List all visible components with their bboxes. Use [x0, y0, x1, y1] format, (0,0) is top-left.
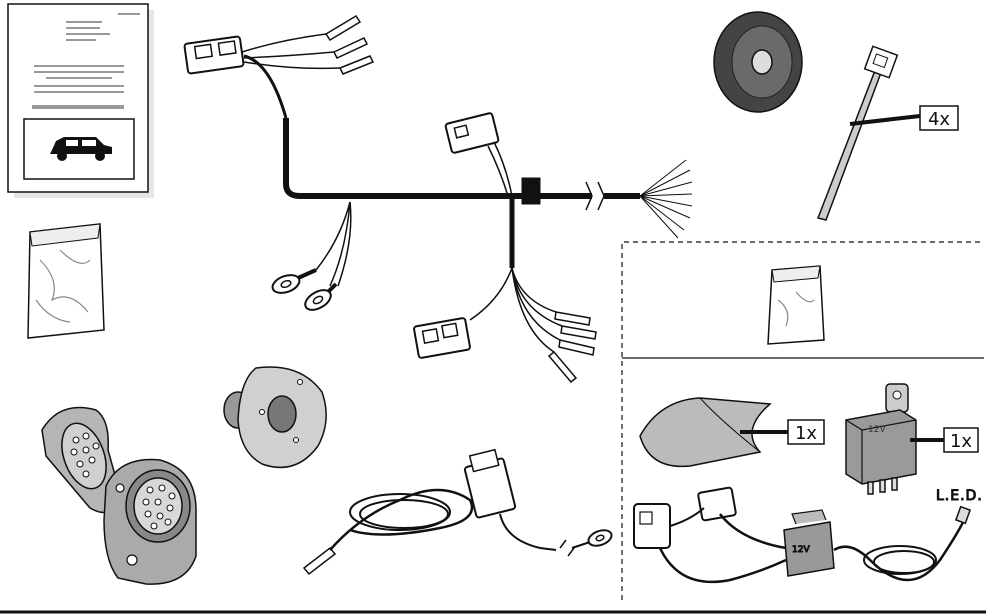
trailer-socket-13-pin — [41, 406, 197, 585]
wiring-harness — [183, 14, 693, 384]
connector-bottom — [413, 317, 471, 359]
bottom-cable — [302, 448, 613, 576]
connector-bottom-cable — [463, 448, 517, 519]
instruction-manual-icon — [7, 3, 154, 198]
module-marking: 12V — [792, 545, 810, 555]
led-label: L.E.D. — [936, 488, 983, 504]
connector-top-left — [183, 35, 245, 75]
optional-kit-frame — [621, 241, 984, 600]
led-module-harness: L.E.D. 12V — [633, 486, 983, 584]
tape-qty-label: 1x — [795, 423, 817, 444]
ring-terminals — [271, 268, 338, 311]
rubber-seal — [223, 366, 327, 469]
relay-qty-label: 1x — [950, 431, 972, 452]
insulating-tape: 1x — [639, 397, 825, 468]
relay-marking: 12V — [868, 425, 886, 435]
car-icon — [50, 137, 112, 161]
cable-tie-qty-label: 4x — [928, 109, 950, 130]
spade-terminals-top — [324, 14, 375, 75]
spade-terminals-right — [547, 311, 597, 384]
relay: 12V 1x — [845, 383, 979, 495]
grommet — [713, 11, 803, 113]
parts-bag-right — [767, 265, 825, 345]
cable-tie: 4x — [816, 45, 959, 221]
parts-bag-left — [27, 223, 105, 339]
connector-center — [444, 112, 500, 154]
